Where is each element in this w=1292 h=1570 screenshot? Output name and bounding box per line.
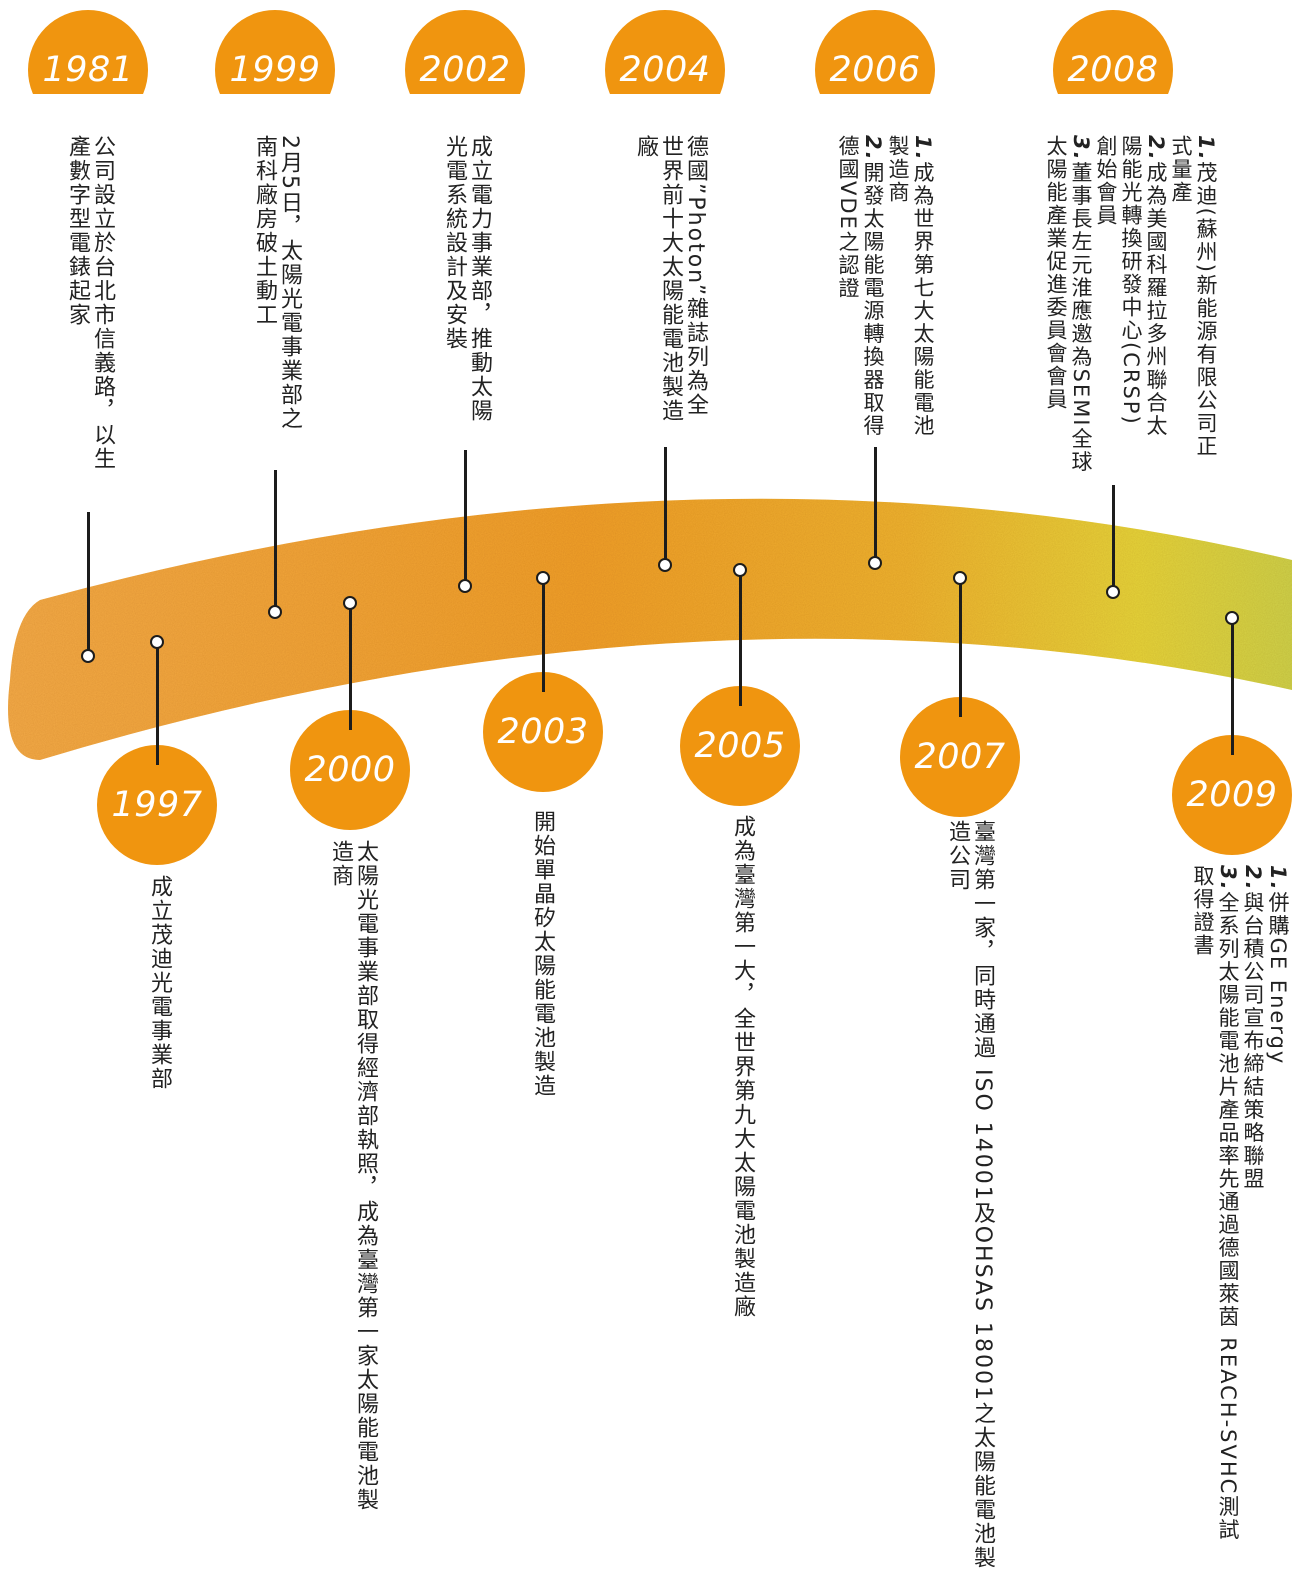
list-item: 2.開發太陽能電源轉換器取得 德國VDE之認證	[836, 135, 885, 438]
timeline-marker	[867, 555, 882, 570]
list-item: 3.全系列太陽能電池片產品率先通過德國萊茵 REACH-SVHC測試 取得證書	[1191, 865, 1240, 1541]
event-description: 成為臺灣第一大，全世界第九大太陽電池製造廠	[730, 815, 755, 1319]
timeline-marker	[732, 562, 747, 577]
event-description: 成立茂迪光電事業部	[147, 875, 172, 1091]
description-line: 成為臺灣第一大，全世界第九大太陽電池製造廠	[730, 815, 755, 1319]
year-badge: 1997	[97, 745, 217, 865]
year-badge: 2005	[680, 686, 800, 806]
connector-line	[86, 512, 90, 656]
timeline-marker	[657, 557, 672, 572]
connector-line	[541, 578, 545, 692]
timeline-marker	[149, 634, 164, 649]
item-number: 3.	[1069, 135, 1093, 162]
description-line: 造商	[328, 840, 353, 888]
year-badge: 2008	[1053, 10, 1173, 94]
item-number: 2.	[1144, 135, 1168, 162]
description-line: 太陽能產業促進委員會會員	[1044, 135, 1068, 411]
item-number: 1.	[911, 135, 935, 162]
timeline-marker	[535, 570, 550, 585]
year-badge: 2003	[483, 672, 603, 792]
event-description: 公司設立於台北市信義路，以生 產數字型電錶起家	[65, 135, 115, 471]
description-line: 成為世界第七大太陽能電池	[911, 161, 935, 438]
description-line: 成立茂迪光電事業部	[147, 875, 172, 1091]
item-number: 1.	[1266, 865, 1290, 892]
description-line: 臺灣第一家，同時通過 ISO 14001及OHSAS 18001之太陽能電池製	[970, 820, 995, 1570]
description-line: 廠	[633, 135, 658, 159]
connector-line	[663, 447, 667, 565]
event-description: 成立電力事業部，推動太陽 光電系統設計及安裝	[442, 135, 492, 423]
timeline-marker	[457, 578, 472, 593]
description-line: 開始單晶矽太陽能電池製造	[530, 810, 555, 1098]
connector-line	[273, 470, 277, 612]
year-badge: 1981	[28, 10, 148, 94]
item-number: 3.	[1216, 865, 1240, 892]
item-number: 1.	[1194, 135, 1218, 162]
timeline-marker	[952, 570, 967, 585]
description-line: 與台積公司宣布締結策略聯盟	[1241, 891, 1265, 1191]
description-line: 製造商	[886, 135, 910, 204]
description-line: 取得證書	[1191, 865, 1215, 957]
description-line: 2月5日，太陽光電事業部之	[277, 135, 302, 431]
description-line: 開發太陽能電源轉換器取得	[861, 161, 885, 438]
year-badge: 2007	[900, 697, 1020, 817]
connector-line	[873, 447, 877, 563]
description-line: 造公司	[945, 820, 970, 892]
description-line: 併購GE Energy	[1266, 891, 1290, 1066]
connector-line	[155, 642, 159, 765]
year-badge: 2004	[605, 10, 725, 94]
description-line: 式量產	[1169, 135, 1193, 204]
list-item: 1.成為世界第七大太陽能電池 製造商	[886, 135, 935, 438]
description-line: 茂迪(蘇州)新能源有限公司正	[1194, 161, 1218, 458]
description-line: 太陽光電事業部取得經濟部執照，成為臺灣第一家太陽能電池製	[353, 840, 378, 1512]
connector-line	[738, 570, 742, 706]
connector-line	[463, 450, 467, 586]
description-line: 德國”Photon”雜誌列為全	[683, 135, 708, 418]
list-item: 1.併購GE Energy	[1266, 865, 1290, 1065]
description-line: 公司設立於台北市信義路，以生	[90, 135, 115, 471]
event-description: 臺灣第一家，同時通過 ISO 14001及OHSAS 18001之太陽能電池製 …	[945, 820, 995, 1570]
description-line: 產數字型電錶起家	[65, 135, 90, 327]
event-description: 1.併購GE Energy 2.與台積公司宣布締結策略聯盟 3.全系列太陽能電池…	[1190, 865, 1290, 1541]
description-line: 成立電力事業部，推動太陽	[467, 135, 492, 423]
year-badge: 2006	[815, 10, 935, 94]
event-description: 1.茂迪(蘇州)新能源有限公司正 式量產 2.成為美國科羅拉多州聯合太 陽能光轉…	[1043, 135, 1218, 474]
item-number: 2.	[861, 135, 885, 162]
timeline-marker	[80, 648, 95, 663]
timeline-marker	[267, 604, 282, 619]
description-line: 董事長左元淮應邀為SEMI全球	[1069, 161, 1093, 474]
connector-line	[1111, 485, 1115, 592]
description-line: 創始會員	[1094, 135, 1118, 227]
item-number: 2.	[1241, 865, 1265, 892]
list-item: 3.董事長左元淮應邀為SEMI全球 太陽能產業促進委員會會員	[1044, 135, 1093, 474]
timeline-marker	[1105, 584, 1120, 599]
list-item: 2.與台積公司宣布締結策略聯盟	[1241, 865, 1265, 1191]
description-line: 光電系統設計及安裝	[442, 135, 467, 351]
event-description: 太陽光電事業部取得經濟部執照，成為臺灣第一家太陽能電池製 造商	[328, 840, 378, 1512]
year-badge: 2000	[290, 710, 410, 830]
timeline-marker	[1224, 610, 1239, 625]
list-item: 2.成為美國科羅拉多州聯合太 陽能光轉換研發中心(CRSP) 創始會員	[1094, 135, 1168, 438]
description-line: 世界前十大太陽能電池製造	[658, 135, 683, 423]
description-line: 全系列太陽能電池片產品率先通過德國萊茵 REACH-SVHC測試	[1216, 891, 1240, 1542]
list-item: 1.茂迪(蘇州)新能源有限公司正 式量產	[1169, 135, 1218, 458]
event-description: 2月5日，太陽光電事業部之 南科廠房破土動工	[252, 135, 302, 431]
year-badge: 2009	[1172, 735, 1292, 855]
connector-line	[348, 603, 352, 730]
event-description: 開始單晶矽太陽能電池製造	[530, 810, 555, 1098]
timeline-marker	[342, 595, 357, 610]
year-badge: 2002	[405, 10, 525, 94]
connector-line	[1230, 618, 1234, 755]
description-line: 陽能光轉換研發中心(CRSP)	[1119, 135, 1143, 426]
description-line: 德國VDE之認證	[836, 135, 860, 300]
description-line: 成為美國科羅拉多州聯合太	[1144, 161, 1168, 438]
connector-line	[958, 578, 962, 717]
description-line: 南科廠房破土動工	[252, 135, 277, 327]
event-description: 1.成為世界第七大太陽能電池 製造商 2.開發太陽能電源轉換器取得 德國VDE之…	[835, 135, 935, 438]
year-badge: 1999	[215, 10, 335, 94]
event-description: 德國”Photon”雜誌列為全 世界前十大太陽能電池製造 廠	[633, 135, 708, 423]
